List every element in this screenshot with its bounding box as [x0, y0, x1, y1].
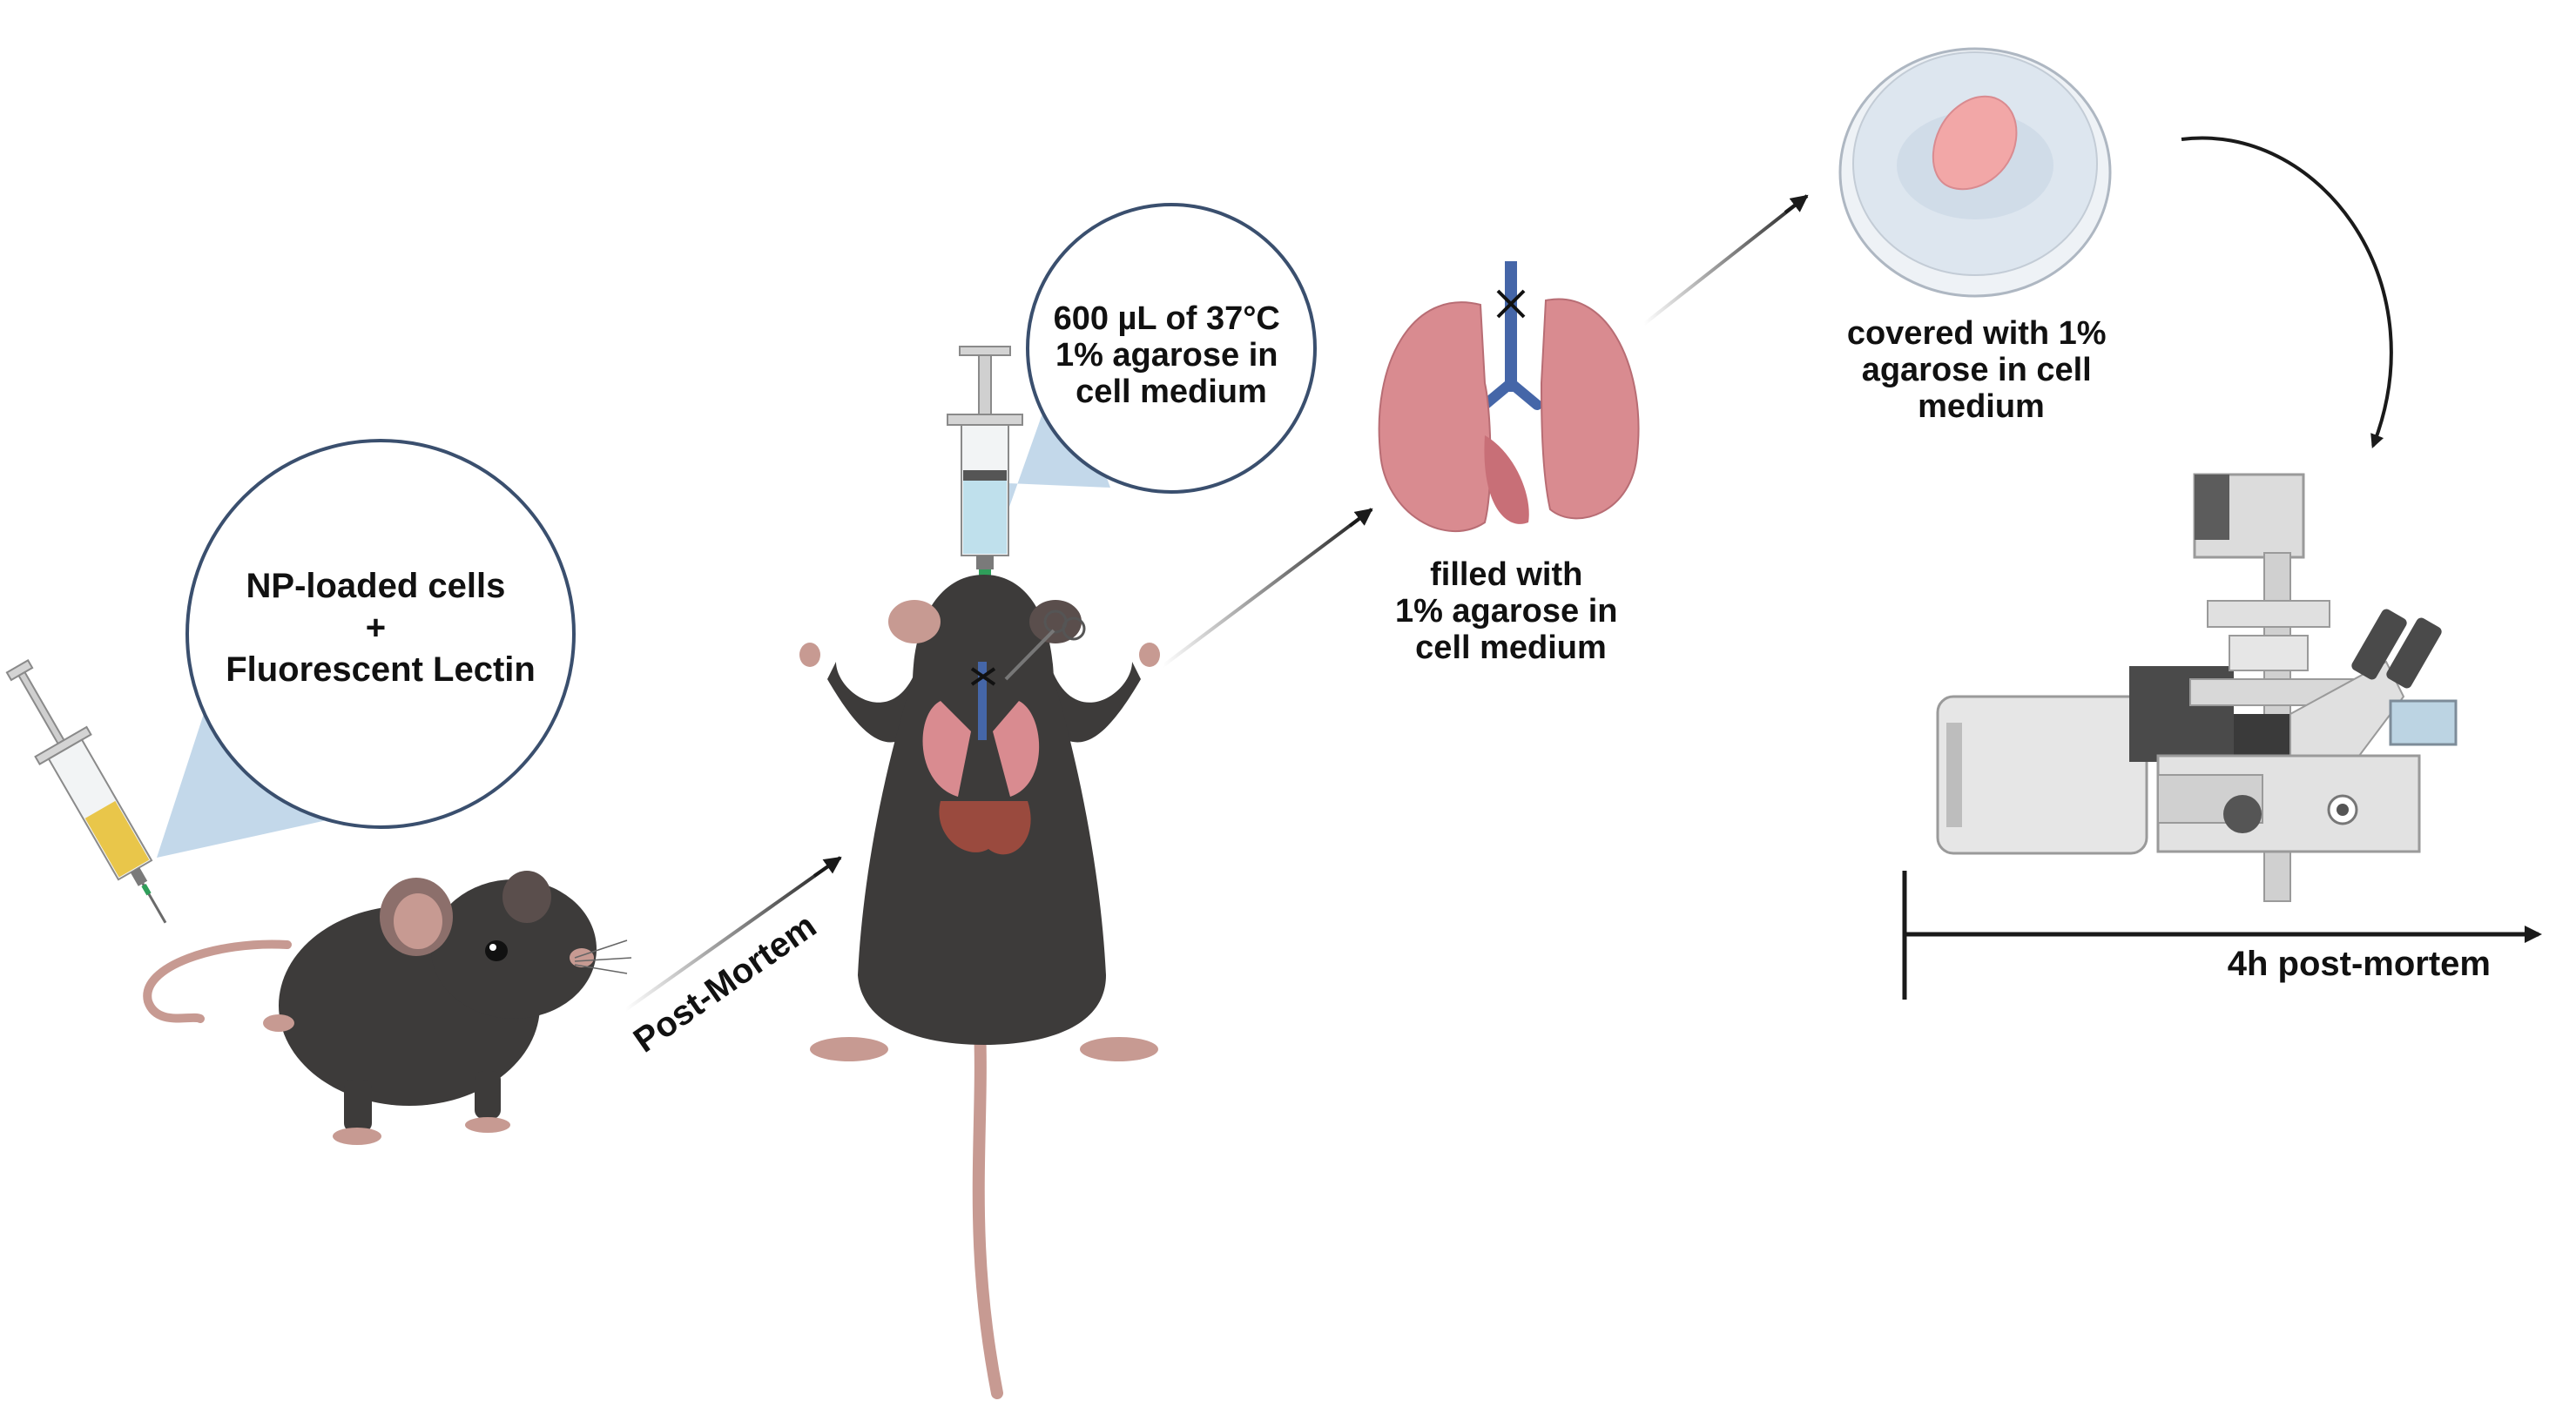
- scissors-icon: [1004, 609, 1086, 681]
- injection-callout: NP-loaded cells + Fluorescent Lectin: [157, 439, 576, 858]
- syringe-callout-line-2: 1% agarose in: [1055, 337, 1278, 374]
- syringe-callout: 600 µL of 37°C 1% agarose in cell medium: [1008, 203, 1317, 509]
- injection-callout-line-3: Fluorescent Lectin: [226, 650, 536, 689]
- post-mortem-label: Post-Mortem: [627, 906, 823, 1060]
- dish-caption-line-3: medium: [1918, 388, 2045, 425]
- injection-callout-line-1: NP-loaded cells: [246, 567, 506, 605]
- timeline-label: 4h post-mortem: [2228, 945, 2491, 983]
- svg-text:NP-loaded cells +: NP-loaded cells + Fluorescent Lectin: [226, 567, 536, 689]
- arrow-to-microscope: [2181, 136, 2393, 448]
- dish-caption-line-2: agarose in cell: [1862, 352, 2092, 388]
- syringe-icon: [947, 346, 1023, 688]
- lungs-icon: [1378, 261, 1640, 532]
- mouse-icon: [799, 575, 1160, 1399]
- syringe-callout-line-3: cell medium: [1076, 374, 1267, 410]
- ligature-icon: [970, 667, 996, 686]
- mouse-icon: [143, 871, 632, 1145]
- syringe-callout-line-1: 600 µL of 37°C: [1054, 300, 1280, 337]
- injection-callout-line-2: +: [366, 609, 386, 647]
- lung-caption-line-2: 1% agarose in: [1395, 593, 1618, 630]
- svg-text:600 µL of 37°C 1% agaros: 600 µL of 37°C 1% agarose in cell medium: [1054, 300, 1290, 410]
- svg-text:covered with 1% agarose in: covered with 1% agarose in cell medium: [1847, 315, 2115, 425]
- syringe-icon: [5, 658, 167, 924]
- petri-dish-icon: [1838, 47, 2112, 298]
- timeline: 4h post-mortem: [1902, 871, 2542, 1000]
- microscope-icon: [1936, 473, 2458, 902]
- post-mortem-arrow: Post-Mortem: [624, 856, 842, 1060]
- dish-caption-line-1: covered with 1%: [1847, 315, 2107, 352]
- arrow-to-dish: [1642, 194, 1809, 326]
- svg-text:filled with 1% agarose in: filled with 1% agarose in cell medium: [1395, 556, 1627, 666]
- arrow-to-lungs: [1161, 508, 1373, 668]
- lung-caption-line-1: filled with: [1430, 556, 1582, 593]
- lung-caption-line-3: cell medium: [1415, 630, 1607, 666]
- ligature-icon: [1496, 289, 1526, 319]
